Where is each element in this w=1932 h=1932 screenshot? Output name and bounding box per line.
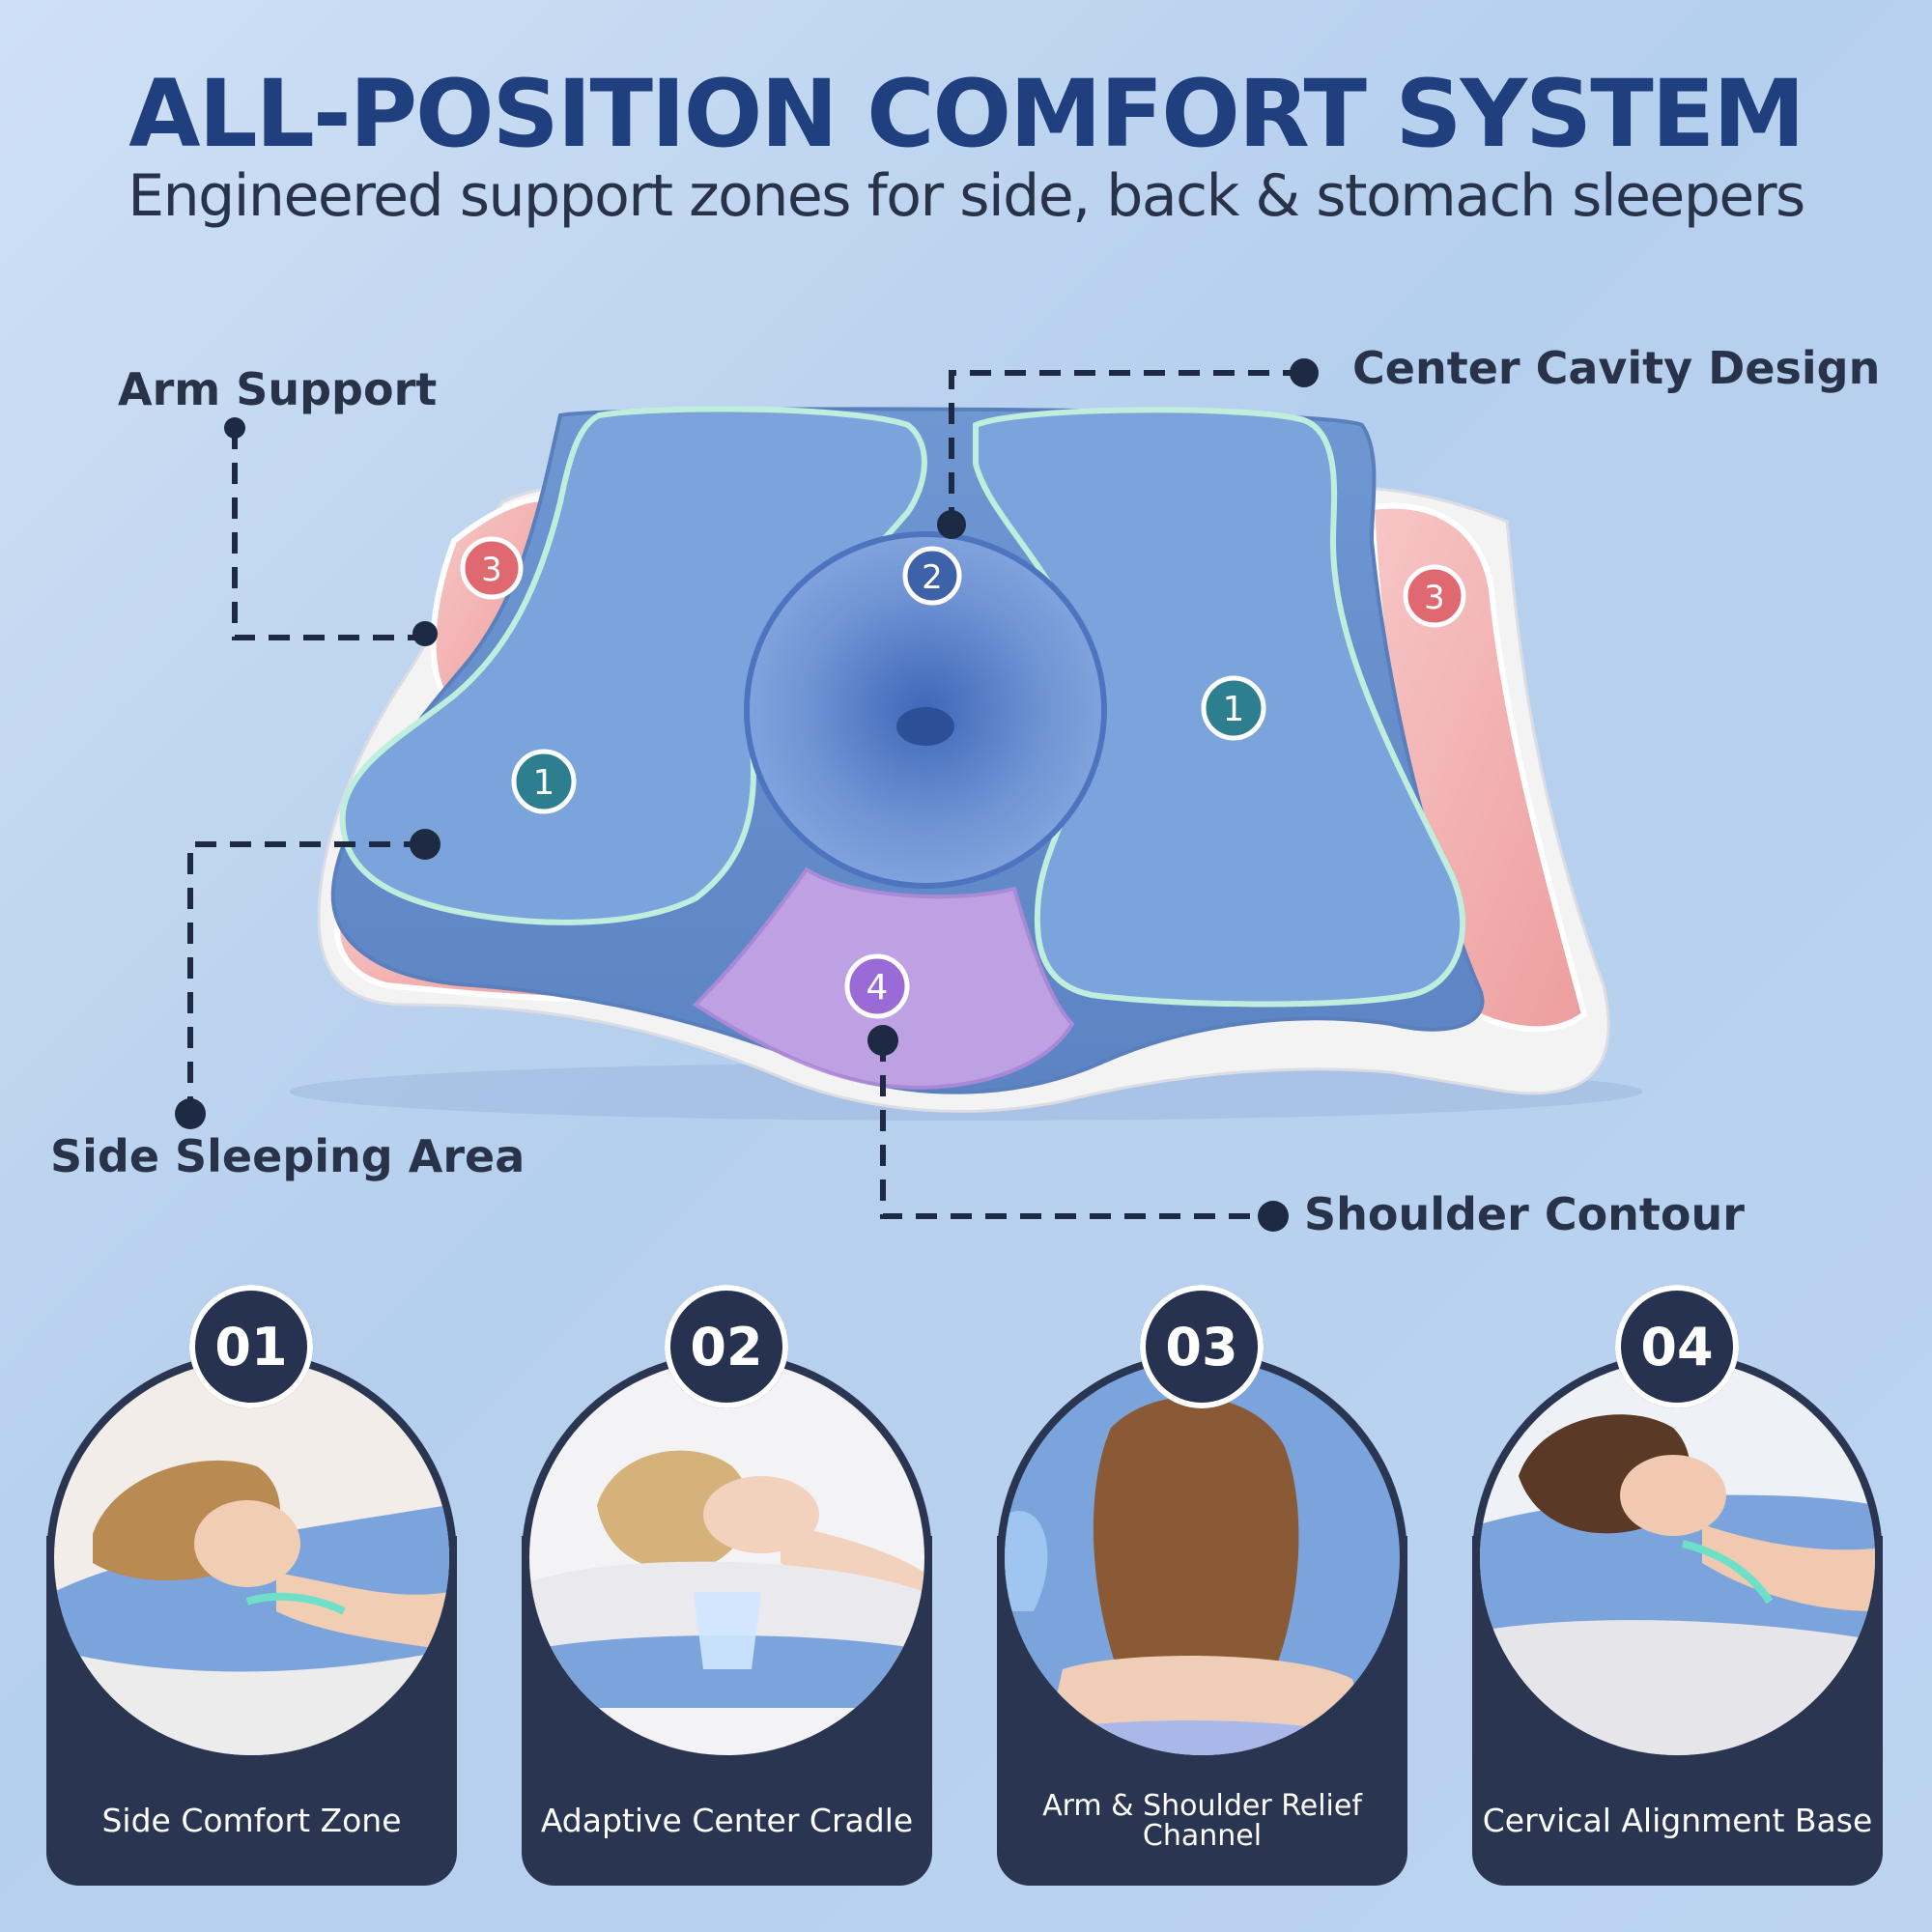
card-caption: Side Comfort Zone	[101, 1801, 402, 1839]
zone-marker-2: 2	[902, 546, 962, 606]
zone-marker-3-left-label: 3	[481, 551, 502, 589]
zone-marker-1-right: 1	[1201, 675, 1266, 741]
zone-marker-3-right: 3	[1403, 564, 1466, 628]
feature-card-03: 03 Arm & Shoulder Relief Channel	[997, 1285, 1407, 1886]
card-photo-frame	[997, 1352, 1407, 1763]
card-photo-frame	[1472, 1352, 1883, 1763]
cervical-alignment-photo	[1480, 1360, 1875, 1755]
card-number-badge: 03	[1140, 1285, 1264, 1408]
zone-marker-1-left-label: 1	[533, 763, 555, 803]
card-photo-frame	[522, 1352, 932, 1763]
feature-card-02: 02 Adaptive Center Cradle	[522, 1285, 932, 1886]
card-caption: Adaptive Center Cradle	[540, 1801, 914, 1839]
card-caption: Arm & Shoulder Relief Channel	[1042, 1788, 1362, 1853]
pillow-diagram: 1 1 2 3 3 4	[175, 358, 1642, 1232]
center-cavity-dot-end	[1290, 358, 1319, 387]
callout-side-sleeping: Side Sleeping Area	[50, 1130, 526, 1182]
center-cavity-dot-target	[937, 510, 966, 539]
zone-marker-1-left: 1	[511, 749, 577, 814]
callout-shoulder-contour: Shoulder Contour	[1304, 1188, 1745, 1240]
cavity-dimple	[896, 707, 954, 746]
card-number-badge: 02	[665, 1285, 788, 1408]
side-sleeper-photo	[54, 1360, 449, 1755]
zone-marker-4-label: 4	[867, 968, 889, 1008]
zone-marker-3-left: 3	[460, 536, 524, 600]
shoulder-contour-leader	[880, 1040, 1273, 1219]
arm-support-leader	[232, 428, 425, 640]
card-photo-frame	[46, 1352, 457, 1763]
page-title: ALL-POSITION COMFORT SYSTEM	[128, 60, 1805, 168]
feature-card-01: 01 Side Comfort Zone	[46, 1285, 457, 1886]
page-subtitle: Engineered support zones for side, back …	[128, 162, 1805, 230]
shoulder-contour-dot-end	[1258, 1201, 1289, 1232]
zone-marker-2-label: 2	[922, 558, 943, 597]
card-number-badge: 04	[1615, 1285, 1739, 1408]
card-caption: Cervical Alignment Base	[1482, 1801, 1873, 1839]
side-sleeping-zone-left	[339, 406, 927, 925]
zone-marker-1-right-label: 1	[1223, 690, 1245, 729]
side-sleeping-dot-end	[175, 1098, 206, 1129]
center-cradle-photo	[529, 1360, 924, 1755]
center-cavity-leader	[949, 370, 1304, 525]
shoulder-contour-dot-target	[867, 1025, 898, 1056]
arm-support-dot-top	[224, 417, 245, 439]
callout-center-cavity: Center Cavity Design	[1352, 342, 1881, 394]
zone-marker-3-right-label: 3	[1424, 579, 1445, 617]
arm-support-dot-end	[412, 621, 438, 646]
shoulder-relief-photo	[1005, 1360, 1400, 1755]
feature-card-04: 04 Cervical Alignment Base	[1472, 1285, 1883, 1886]
side-sleeping-dot-target	[410, 829, 440, 860]
side-sleeping-leader	[187, 841, 425, 1114]
callout-arm-support: Arm Support	[118, 363, 438, 415]
card-number-badge: 01	[189, 1285, 313, 1408]
zone-marker-4: 4	[844, 953, 910, 1019]
